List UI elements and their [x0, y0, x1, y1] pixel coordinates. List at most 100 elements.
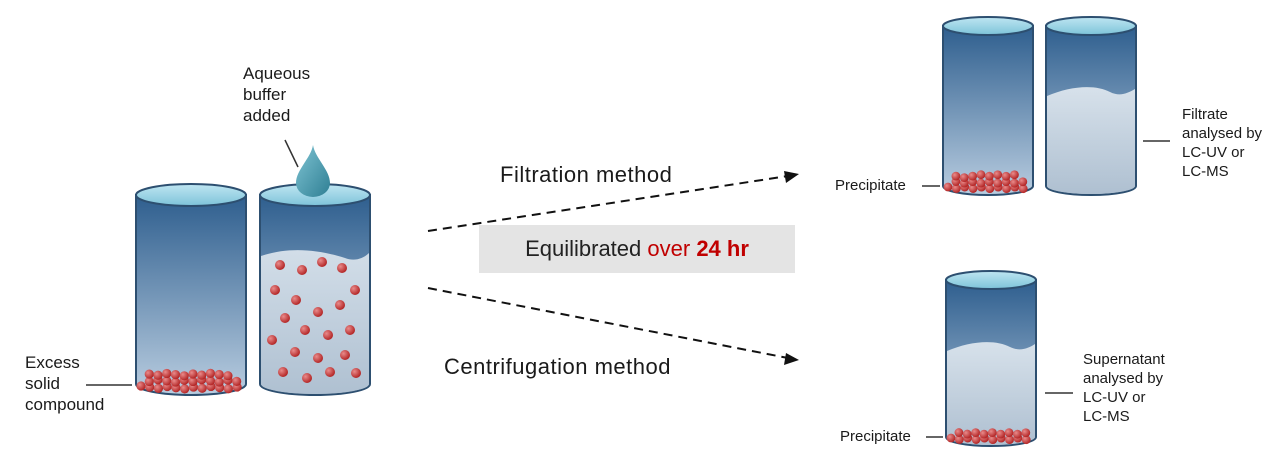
tube-filtration-precipitate	[942, 16, 1034, 196]
particle	[275, 260, 285, 270]
particle	[313, 353, 323, 363]
particle	[993, 178, 1003, 188]
particle	[270, 285, 280, 295]
particle	[290, 347, 300, 357]
particle	[197, 383, 207, 393]
particle	[188, 376, 198, 387]
particle	[280, 313, 290, 323]
particle	[968, 171, 978, 181]
particle	[232, 376, 242, 386]
particle	[1018, 184, 1028, 194]
precipitate-bottom-label: Precipitate	[840, 428, 911, 445]
particle	[984, 171, 994, 181]
suspended-particles-tube2	[267, 257, 361, 383]
particle	[996, 429, 1006, 439]
particle	[313, 307, 323, 317]
tube-solid	[135, 183, 247, 396]
particle	[987, 428, 997, 438]
particle	[951, 184, 961, 193]
equilibrated-text: Equilibrated	[525, 236, 642, 261]
particle	[971, 428, 981, 437]
buffer-pointer-line	[284, 139, 299, 168]
particle	[985, 184, 995, 194]
particle	[214, 377, 224, 387]
tube-centrifugation	[945, 270, 1037, 447]
particle	[170, 370, 181, 380]
particle	[976, 178, 986, 188]
particle	[971, 435, 981, 444]
particle	[946, 433, 956, 443]
particle	[205, 376, 216, 386]
arrow-filtration	[427, 171, 799, 232]
particle	[188, 369, 198, 379]
particle	[297, 265, 307, 275]
particle	[968, 184, 978, 193]
particle	[325, 367, 335, 377]
particle	[267, 335, 277, 345]
particle	[223, 384, 233, 394]
equilibration-box: Equilibrated over 24 hr	[479, 225, 795, 273]
particle	[350, 285, 360, 295]
particle	[962, 429, 972, 439]
particle	[136, 381, 146, 391]
particle	[144, 376, 154, 387]
particle	[162, 368, 172, 379]
over-text: over	[647, 236, 691, 261]
particle	[979, 429, 989, 439]
particle	[345, 325, 355, 335]
particle	[144, 369, 154, 379]
particle	[1013, 429, 1022, 439]
particle	[1002, 184, 1011, 194]
particle	[1001, 171, 1011, 181]
particle	[988, 435, 998, 444]
precipitate-particles-centrifugation	[946, 428, 1031, 445]
particle	[291, 295, 301, 305]
particle	[300, 325, 310, 335]
particle	[954, 428, 964, 437]
particle	[205, 368, 216, 378]
filtration-method-label: Filtration method	[500, 162, 673, 187]
particle	[223, 371, 233, 381]
particle	[179, 371, 189, 381]
particle	[951, 171, 961, 181]
particle	[1018, 177, 1028, 187]
precipitate-top-label: Precipitate	[835, 177, 906, 194]
excess-solid-label: Excess solid compound	[25, 353, 105, 414]
precipitate-particles-filtration	[943, 170, 1028, 194]
particle	[170, 377, 181, 387]
particle	[1005, 435, 1014, 445]
particle	[153, 370, 163, 380]
particle	[1021, 428, 1031, 438]
particle	[976, 170, 986, 180]
particle	[1010, 170, 1019, 180]
particle	[323, 330, 333, 340]
particle	[214, 369, 224, 380]
arrow-centrifugation	[427, 287, 799, 365]
particle	[943, 182, 953, 192]
particle	[1004, 428, 1014, 438]
particle	[340, 350, 350, 360]
particle	[162, 376, 172, 386]
particle	[954, 435, 964, 444]
particle	[180, 384, 190, 394]
particle	[351, 368, 361, 378]
buffer-droplet-icon	[296, 145, 330, 197]
particle	[335, 300, 345, 310]
particle	[197, 370, 207, 380]
particle	[337, 263, 347, 273]
filtrate-label: Filtrate analysed by LC-UV or LC-MS	[1182, 106, 1263, 180]
particle	[153, 383, 164, 393]
particle	[1010, 178, 1019, 188]
duration-text: 24 hr	[696, 236, 749, 261]
particle	[1021, 435, 1031, 445]
particle	[317, 257, 327, 267]
particle	[993, 170, 1003, 180]
centrifugation-method-label: Centrifugation method	[444, 354, 671, 379]
tube-filtrate	[1045, 16, 1137, 196]
particle	[302, 373, 312, 383]
aqueous-buffer-label: Aqueous buffer added	[243, 64, 311, 125]
solid-particles-tube1	[136, 368, 242, 394]
particle	[959, 173, 969, 183]
particle	[278, 367, 288, 377]
